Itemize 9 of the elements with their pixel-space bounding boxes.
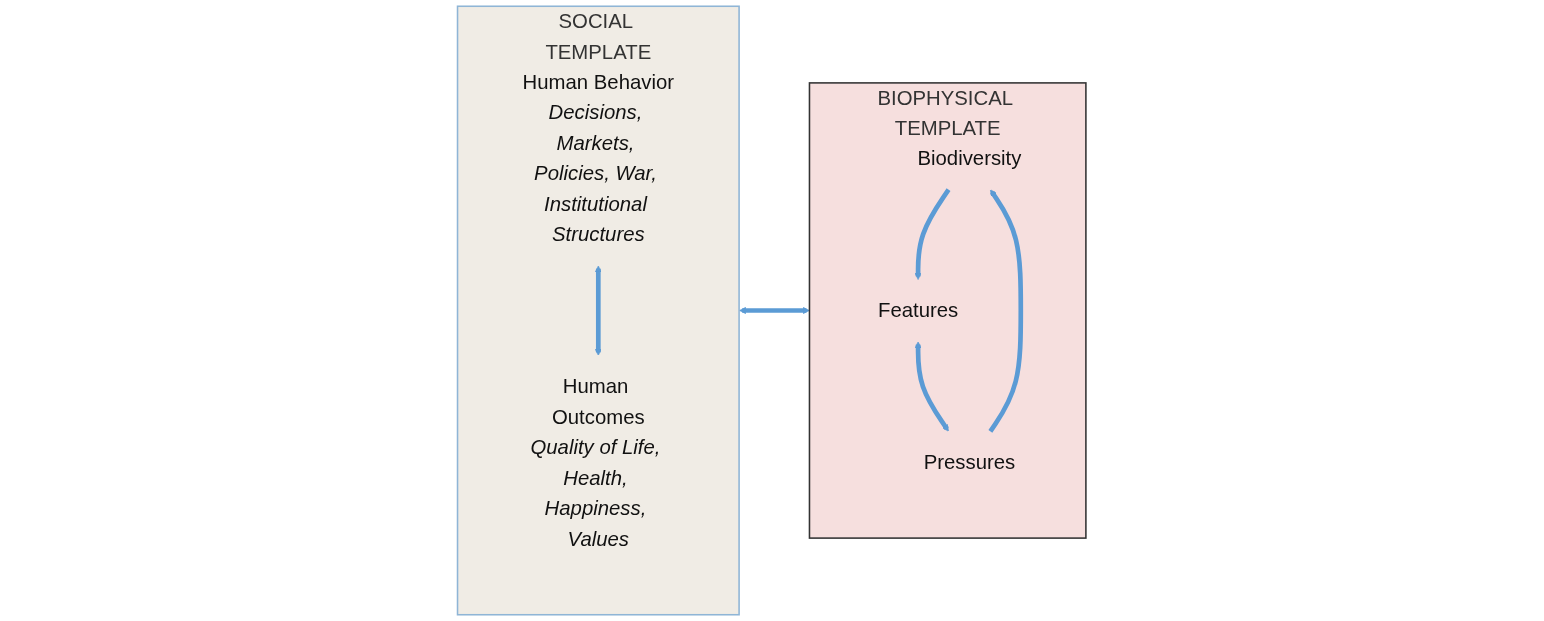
arrow bbox=[914, 341, 950, 432]
node-text: Human Outcomes Quality of Life, Health, Happiness, Values bbox=[530, 374, 661, 551]
node-text: Human Behavior Decisions, Markets, Policies, War, Institutional Structures bbox=[522, 70, 675, 246]
arrow bbox=[595, 265, 603, 356]
node-text: Pressures bbox=[923, 450, 1016, 474]
node-text: Features bbox=[878, 298, 959, 322]
arrow bbox=[988, 189, 1024, 433]
node-text: Biodiversity bbox=[917, 146, 1022, 171]
arrow bbox=[914, 188, 951, 280]
